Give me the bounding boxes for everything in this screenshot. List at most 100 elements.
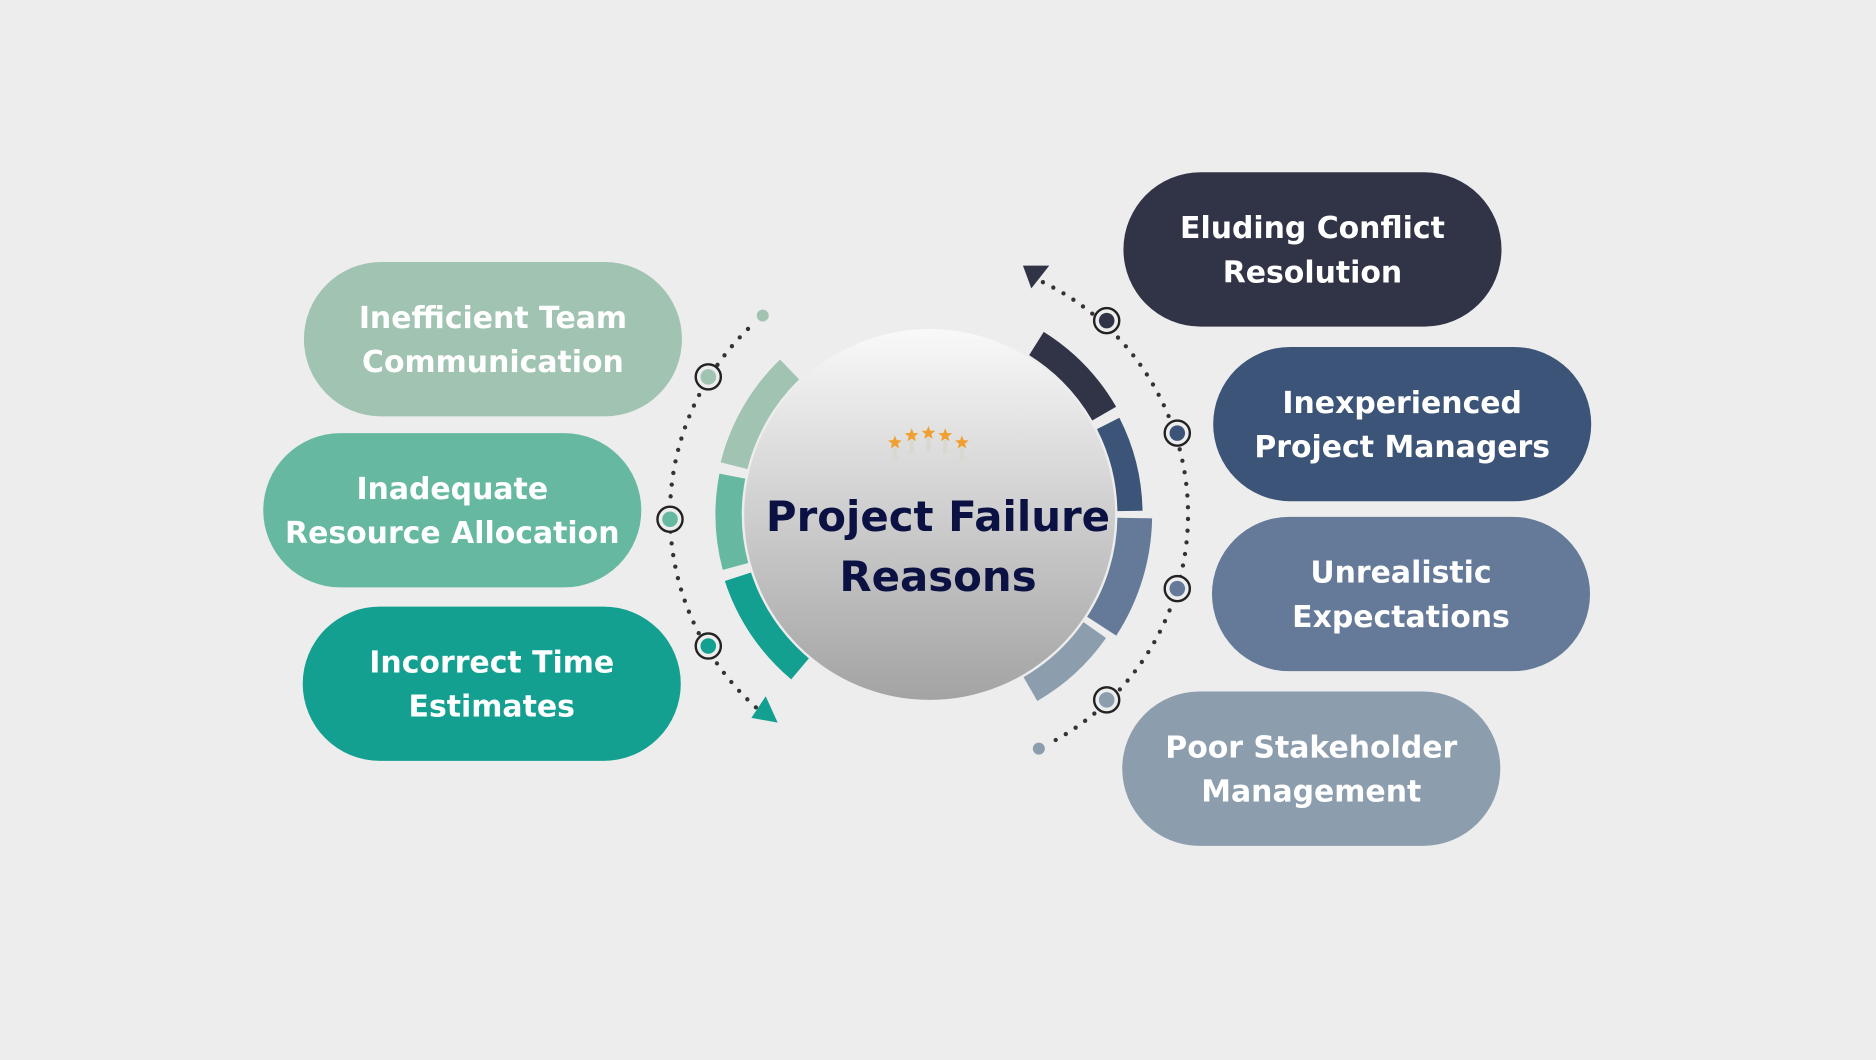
dot bbox=[687, 414, 692, 419]
star-beam bbox=[926, 437, 931, 452]
segment-ring bbox=[715, 331, 1153, 701]
five-stars-icon bbox=[888, 425, 969, 461]
dot bbox=[714, 661, 720, 666]
ring-marker-dot bbox=[700, 369, 717, 385]
dot bbox=[1177, 447, 1182, 452]
star-icon bbox=[955, 435, 969, 449]
reason-line-1: Inexperienced bbox=[1282, 386, 1522, 421]
dot bbox=[1092, 711, 1097, 716]
ring-marker-dot bbox=[662, 511, 678, 528]
dot bbox=[1138, 362, 1143, 367]
reason-line-1: Eluding Conflict bbox=[1180, 211, 1445, 246]
dot bbox=[745, 697, 750, 702]
arrow-head-icon bbox=[1022, 265, 1050, 289]
dot bbox=[1185, 528, 1190, 533]
dot bbox=[679, 436, 684, 441]
start-dot bbox=[1032, 742, 1045, 755]
segment-arc bbox=[720, 359, 800, 470]
ring-marker-dot bbox=[1098, 692, 1115, 708]
dot bbox=[1146, 649, 1151, 655]
dot bbox=[673, 459, 678, 464]
segment-arc bbox=[715, 473, 749, 570]
dot bbox=[729, 344, 735, 349]
dot bbox=[729, 679, 734, 685]
pill-background bbox=[1213, 346, 1592, 502]
dot bbox=[1152, 639, 1157, 645]
dot bbox=[1184, 481, 1189, 487]
reason-line-2: Project Managers bbox=[1254, 430, 1550, 465]
star-beam bbox=[959, 447, 965, 461]
dot bbox=[1139, 659, 1144, 665]
star-beam bbox=[892, 447, 898, 461]
title-line-1: Project Failure bbox=[766, 492, 1110, 541]
dot bbox=[1123, 344, 1128, 349]
dot bbox=[1184, 540, 1189, 545]
dot bbox=[668, 494, 673, 499]
reason-line-2: Resolution bbox=[1223, 255, 1402, 290]
star-icon bbox=[904, 428, 919, 442]
dot bbox=[1080, 304, 1086, 309]
reason-line-2: Estimates bbox=[409, 690, 575, 725]
pill-background bbox=[1123, 172, 1502, 327]
dot bbox=[1063, 731, 1068, 737]
dot bbox=[696, 630, 701, 636]
dot bbox=[691, 403, 697, 408]
reason-line-2: Communication bbox=[362, 345, 624, 380]
dot bbox=[669, 541, 674, 546]
dot bbox=[1156, 392, 1161, 397]
pill-background bbox=[303, 262, 682, 417]
segment-arc bbox=[1096, 417, 1143, 512]
reason-line-1: Inadequate bbox=[356, 472, 548, 507]
start-dot bbox=[756, 309, 769, 322]
dot bbox=[1185, 516, 1191, 522]
dot bbox=[722, 353, 727, 358]
dot bbox=[678, 587, 684, 592]
pill-background bbox=[302, 606, 681, 761]
ring-marker-dot bbox=[700, 638, 717, 654]
reason-line-1: Poor Stakeholder bbox=[1165, 730, 1457, 765]
ring-marker-dot bbox=[1098, 312, 1115, 329]
title-line-2: Reasons bbox=[839, 552, 1036, 601]
reason-line-1: Unrealistic bbox=[1310, 556, 1491, 591]
dot bbox=[671, 552, 676, 558]
dot bbox=[1053, 737, 1058, 743]
dot bbox=[1167, 608, 1172, 613]
dot bbox=[682, 425, 688, 430]
dot bbox=[1150, 382, 1156, 387]
dot bbox=[737, 335, 742, 340]
dot bbox=[736, 688, 742, 693]
dot bbox=[721, 670, 727, 676]
segment-arc bbox=[724, 572, 809, 680]
dot bbox=[1071, 297, 1076, 302]
dot bbox=[1185, 493, 1190, 498]
ring-marker-dot bbox=[1169, 580, 1186, 597]
segment-arc bbox=[1087, 517, 1153, 636]
dot bbox=[1090, 311, 1095, 316]
dot bbox=[1117, 687, 1123, 692]
pill-background bbox=[1211, 516, 1591, 672]
dot bbox=[1144, 372, 1149, 377]
dot bbox=[753, 705, 759, 710]
dot bbox=[676, 447, 681, 453]
reason-line-1: Incorrect Time bbox=[369, 645, 614, 680]
dot bbox=[1157, 629, 1163, 634]
reason-line-2: Resource Allocation bbox=[285, 516, 619, 551]
dot bbox=[673, 564, 678, 569]
dot bbox=[1162, 619, 1168, 624]
dot bbox=[745, 326, 751, 332]
dot bbox=[1185, 505, 1191, 510]
ring-marker-dot bbox=[1169, 425, 1186, 441]
dot bbox=[1132, 669, 1138, 674]
dot bbox=[1125, 678, 1130, 683]
dot bbox=[1082, 718, 1088, 723]
dot bbox=[1161, 403, 1166, 408]
star-icon bbox=[921, 425, 936, 439]
star-icon bbox=[938, 428, 953, 442]
dot bbox=[682, 598, 687, 603]
